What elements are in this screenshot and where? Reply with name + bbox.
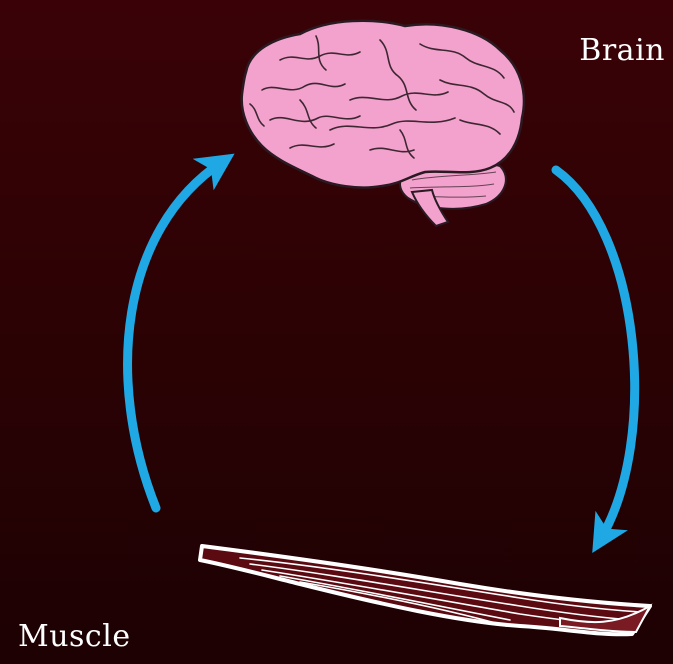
brain-label: Brain [579,36,665,66]
brain-icon [242,21,524,226]
arrow-brain-to-muscle [556,170,635,540]
arrow-muscle-to-brain [128,162,222,508]
muscle-icon [200,546,650,634]
muscle-label: Muscle [18,622,131,652]
